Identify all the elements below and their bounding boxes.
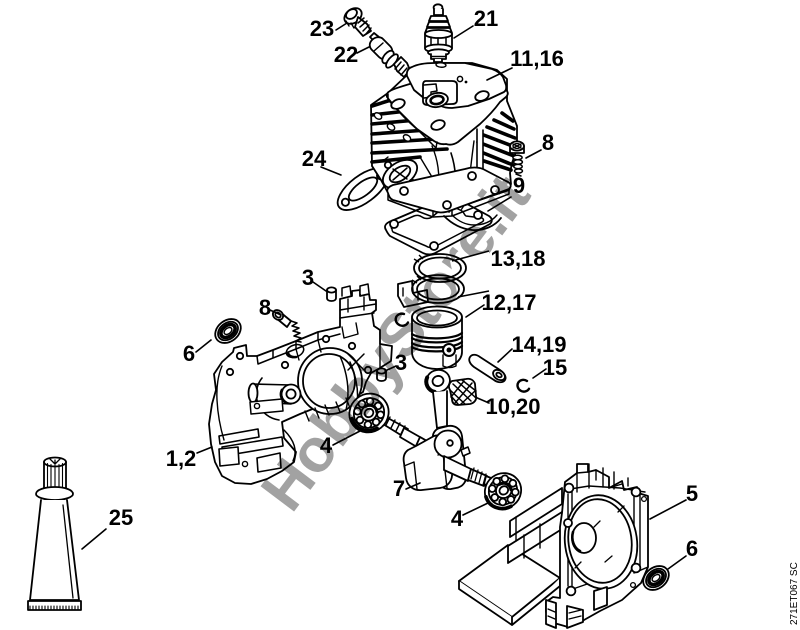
svg-text:11,16: 11,16 xyxy=(510,46,564,71)
svg-text:271ET067 SC: 271ET067 SC xyxy=(789,562,800,625)
svg-text:7: 7 xyxy=(393,476,405,501)
svg-text:23: 23 xyxy=(310,16,334,41)
svg-text:3: 3 xyxy=(395,350,407,375)
svg-text:6: 6 xyxy=(686,536,698,561)
svg-text:25: 25 xyxy=(109,505,133,530)
svg-text:10,20: 10,20 xyxy=(485,394,540,419)
svg-text:3: 3 xyxy=(302,265,314,290)
svg-text:14,19: 14,19 xyxy=(511,332,566,357)
svg-text:4: 4 xyxy=(320,433,333,458)
svg-text:13,18: 13,18 xyxy=(490,246,545,271)
svg-text:8: 8 xyxy=(542,130,554,155)
svg-text:4: 4 xyxy=(451,506,464,531)
svg-text:9: 9 xyxy=(513,173,525,198)
svg-text:5: 5 xyxy=(686,481,698,506)
svg-text:15: 15 xyxy=(543,355,567,380)
svg-text:24: 24 xyxy=(302,146,327,171)
svg-text:1,2: 1,2 xyxy=(166,446,197,471)
svg-text:21: 21 xyxy=(474,6,498,31)
svg-text:12,17: 12,17 xyxy=(481,290,536,315)
svg-text:8: 8 xyxy=(259,295,271,320)
svg-text:6: 6 xyxy=(183,341,195,366)
svg-text:22: 22 xyxy=(334,42,358,67)
